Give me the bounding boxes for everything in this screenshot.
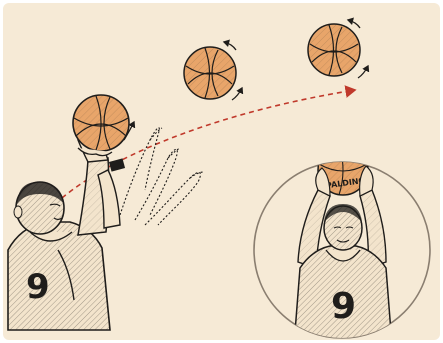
- flying-ball-1: [184, 47, 236, 99]
- shooter-jersey-number: 9: [26, 267, 50, 307]
- inset-jersey-number: 9: [331, 286, 356, 327]
- shooter-ball: [73, 95, 129, 151]
- flying-ball-2: [308, 24, 360, 76]
